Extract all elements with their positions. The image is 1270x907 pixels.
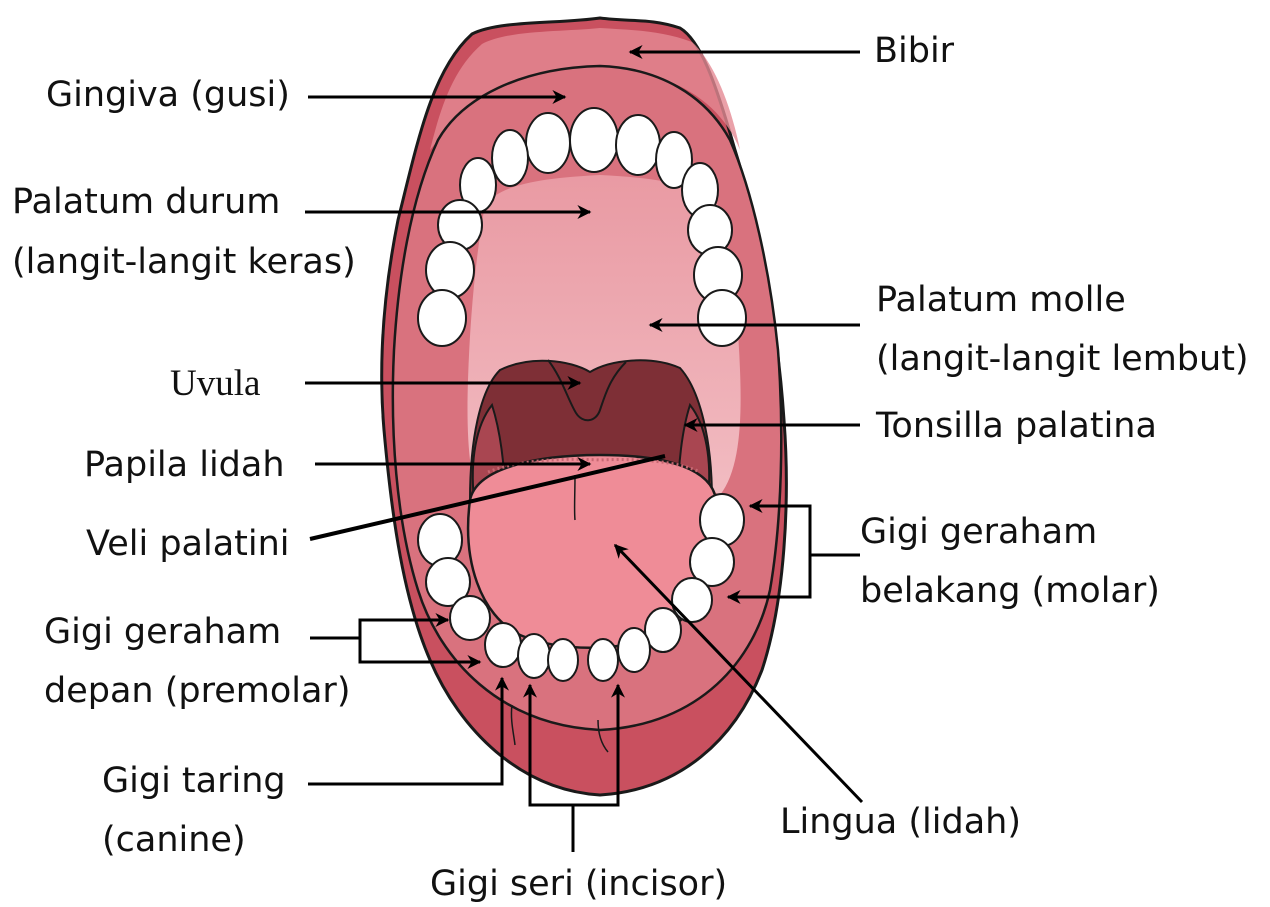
label-molar-line2: belakang (molar)	[860, 569, 1160, 613]
label-palatum-molle-line1: Palatum molle	[876, 278, 1126, 322]
label-uvula: Uvula	[170, 362, 260, 406]
label-gingiva: Gingiva (gusi)	[46, 73, 290, 117]
label-canine-line1: Gigi taring	[102, 759, 286, 803]
label-canine-line2: (canine)	[102, 818, 246, 862]
label-incisor: Gigi seri (incisor)	[430, 862, 727, 906]
label-molar-line1: Gigi geraham	[860, 510, 1097, 554]
label-palatum-molle-line2: (langit-langit lembut)	[876, 337, 1249, 381]
label-veli: Veli palatini	[86, 522, 290, 566]
label-premolar-line2: depan (premolar)	[44, 669, 350, 713]
label-bibir: Bibir	[874, 29, 954, 73]
label-lingua: Lingua (lidah)	[780, 800, 1021, 844]
label-premolar-line1: Gigi geraham	[44, 610, 281, 654]
label-palatum-durum-line1: Palatum durum	[12, 180, 280, 224]
label-papila: Papila lidah	[84, 443, 285, 487]
label-tonsilla: Tonsilla palatina	[876, 404, 1157, 448]
label-palatum-durum-line2: (langit-langit keras)	[12, 240, 356, 284]
